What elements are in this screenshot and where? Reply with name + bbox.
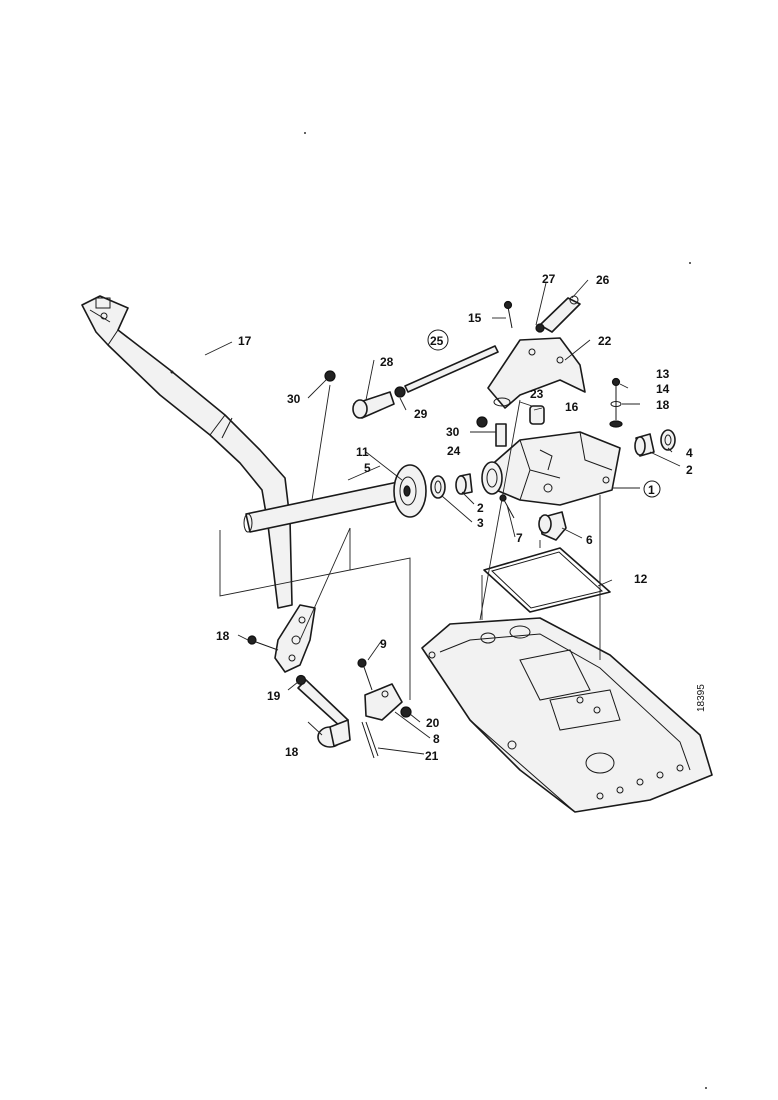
callout-18-upper: 18: [216, 629, 230, 643]
callout-5: 5: [364, 461, 371, 475]
callout-2-left: 2: [477, 501, 484, 515]
callout-11: 11: [356, 445, 369, 459]
nut-20: [400, 706, 412, 718]
shift-finger: [538, 511, 567, 541]
assembly-lines: [219, 384, 601, 700]
bolt-21: [361, 721, 379, 759]
callout-17: 17: [238, 334, 252, 348]
callout-23: 23: [530, 387, 544, 401]
callout-1: 1: [648, 483, 655, 497]
plug-16: [529, 405, 545, 425]
bushing-right: [634, 433, 655, 457]
callout-9: 9: [380, 637, 387, 651]
callout-27: 27: [542, 272, 556, 286]
bolt-9: [357, 658, 373, 691]
speck: [705, 1087, 707, 1089]
lower-link-rod: [297, 679, 349, 729]
callout-30-lower: 30: [446, 425, 460, 439]
callout-12: 12: [634, 572, 648, 586]
callout-21: 21: [425, 749, 439, 763]
callout-18-right: 18: [656, 398, 670, 412]
callout-29: 29: [414, 407, 428, 421]
bolt-18-upper: [247, 635, 279, 651]
callout-14: 14: [656, 382, 670, 396]
bolt-13-14-18: [609, 377, 623, 428]
bolt-15: [503, 300, 513, 329]
ball-joint-28: [352, 391, 395, 419]
ball-joint-18: [317, 719, 351, 748]
spacer-24: [495, 423, 507, 447]
callout-19: 19: [267, 689, 281, 703]
speck: [304, 132, 306, 134]
linkage-bracket: [487, 337, 586, 409]
callout-24: 24: [447, 444, 461, 458]
callout-20: 20: [426, 716, 440, 730]
circle-25-marker: [427, 329, 449, 351]
adjust-rod: [404, 345, 499, 393]
seal-ring: [430, 475, 446, 499]
callout-26: 26: [596, 273, 610, 287]
selector-housing: [481, 431, 621, 506]
callout-6: 6: [586, 533, 593, 547]
callout-15: 15: [468, 311, 482, 325]
callout-28: 28: [380, 355, 394, 369]
speck: [689, 262, 691, 264]
callout-25-circled: 25: [430, 334, 444, 348]
housing-gasket: [483, 547, 611, 613]
callouts: 17 28 30 29 11 5 2 3 7 6 1 12 4 2 22 27 …: [216, 272, 707, 763]
reference-code: 18395: [696, 684, 707, 712]
callout-2-right: 2: [686, 463, 693, 477]
bolt-7: [499, 494, 515, 519]
bushing-left: [455, 473, 473, 495]
lever-8: [364, 683, 403, 721]
seal-right: [660, 429, 676, 451]
callout-4: 4: [686, 446, 693, 460]
link-arm-26: [539, 295, 581, 333]
callout-18-lower: 18: [285, 745, 299, 759]
washer-23: [493, 397, 511, 407]
nut-30-upper: [324, 370, 336, 382]
callout-16: 16: [565, 400, 579, 414]
pulley-wheel: [393, 464, 427, 518]
nut-19: [295, 674, 307, 686]
callout-8: 8: [433, 732, 440, 746]
callout-3: 3: [477, 516, 484, 530]
callout-22: 22: [598, 334, 612, 348]
nut-27: [535, 323, 545, 333]
nut-29: [394, 386, 406, 398]
callout-7: 7: [516, 531, 523, 545]
leader-lines: [204, 279, 681, 755]
callout-13: 13: [656, 367, 670, 381]
gearbox-casing: [421, 617, 713, 813]
callout-25: 25: [430, 334, 444, 348]
callout-30-upper: 30: [287, 392, 301, 406]
gear-lever: [81, 295, 293, 609]
callout-1-circled: 1: [643, 480, 661, 498]
selector-bracket: [274, 604, 316, 673]
